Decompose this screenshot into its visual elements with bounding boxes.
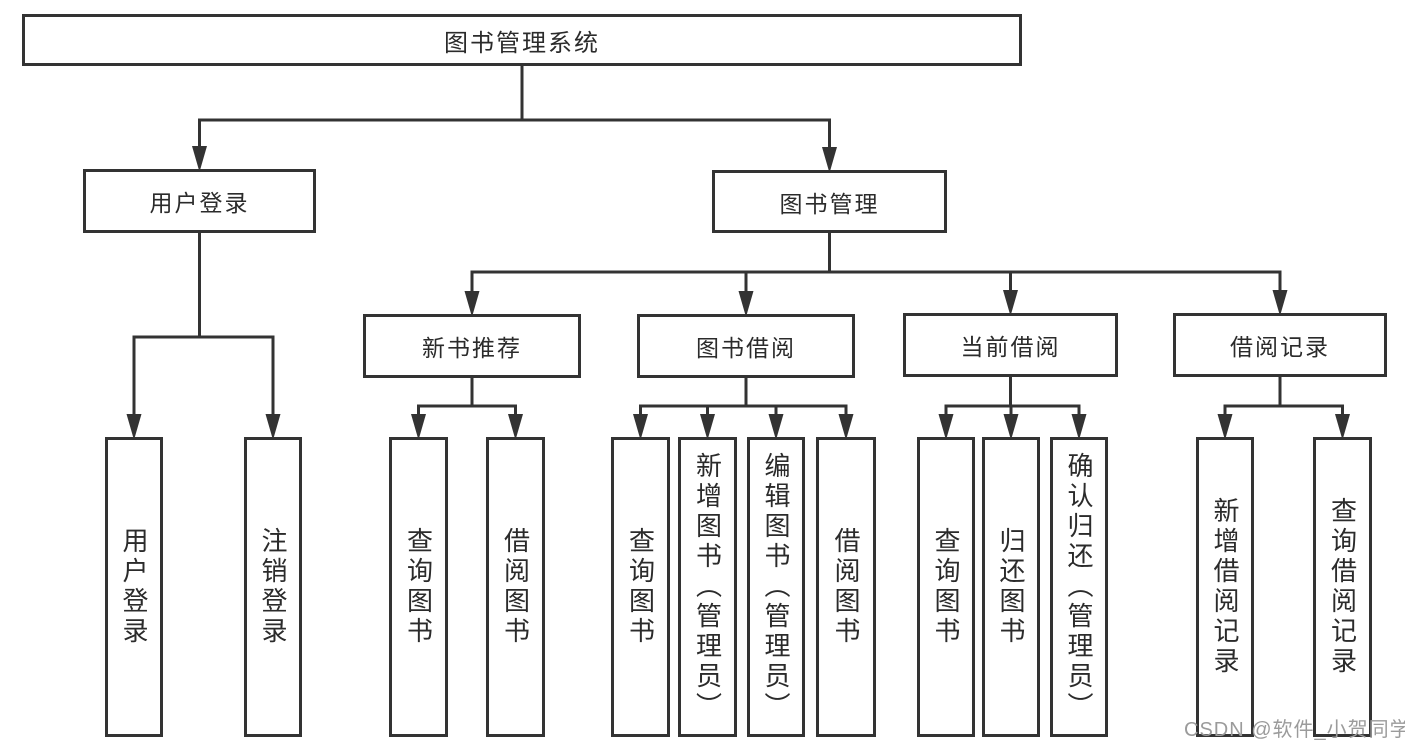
watermark: CSDN @软件_小贺同学 [1184, 719, 1405, 741]
node-label: 图书管理系统 [444, 29, 600, 57]
node-bw_edit: 编辑图书（管理员） [747, 437, 805, 737]
node-label: 确认归还（管理员） [1064, 452, 1094, 722]
node-cur_query: 查询图书 [917, 437, 975, 737]
node-borrow: 图书借阅 [637, 314, 855, 378]
node-user_login: 用户登录 [105, 437, 163, 737]
node-label: 图书借阅 [696, 335, 796, 361]
node-label: 新书推荐 [422, 335, 522, 361]
node-logout: 注销登录 [244, 437, 302, 737]
node-bw_query: 查询图书 [611, 437, 670, 737]
node-root: 图书管理系统 [22, 14, 1022, 66]
node-cur_confirm: 确认归还（管理员） [1050, 437, 1108, 737]
node-mgmt: 图书管理 [712, 170, 947, 233]
node-label: 查询图书 [403, 527, 434, 647]
node-label: 当前借阅 [960, 334, 1061, 360]
node-rec_query: 查询借阅记录 [1313, 437, 1372, 737]
node-label: 借阅图书 [500, 527, 531, 647]
node-label: 查询图书 [931, 527, 961, 647]
node-newbook: 新书推荐 [363, 314, 581, 378]
node-label: 新增借阅记录 [1210, 497, 1240, 677]
node-label: 归还图书 [996, 527, 1026, 647]
node-current: 当前借阅 [903, 313, 1118, 377]
node-label: 用户登录 [149, 190, 250, 216]
node-bw_add: 新增图书（管理员） [678, 437, 737, 737]
node-label: 注销登录 [258, 527, 288, 647]
node-rec_add: 新增借阅记录 [1196, 437, 1254, 737]
node-label: 用户登录 [119, 527, 149, 647]
node-login: 用户登录 [83, 169, 316, 233]
node-nb_borrow: 借阅图书 [486, 437, 545, 737]
node-label: 编辑图书（管理员） [761, 452, 791, 722]
node-records: 借阅记录 [1173, 313, 1387, 377]
node-label: 借阅记录 [1230, 334, 1330, 360]
node-label: 查询图书 [625, 527, 656, 647]
node-nb_query: 查询图书 [389, 437, 448, 737]
node-label: 新增图书（管理员） [692, 452, 723, 722]
node-cur_return: 归还图书 [982, 437, 1040, 737]
node-label: 借阅图书 [831, 527, 861, 647]
node-bw_borrow: 借阅图书 [816, 437, 876, 737]
node-label: 查询借阅记录 [1327, 497, 1358, 677]
node-label: 图书管理 [779, 190, 880, 217]
